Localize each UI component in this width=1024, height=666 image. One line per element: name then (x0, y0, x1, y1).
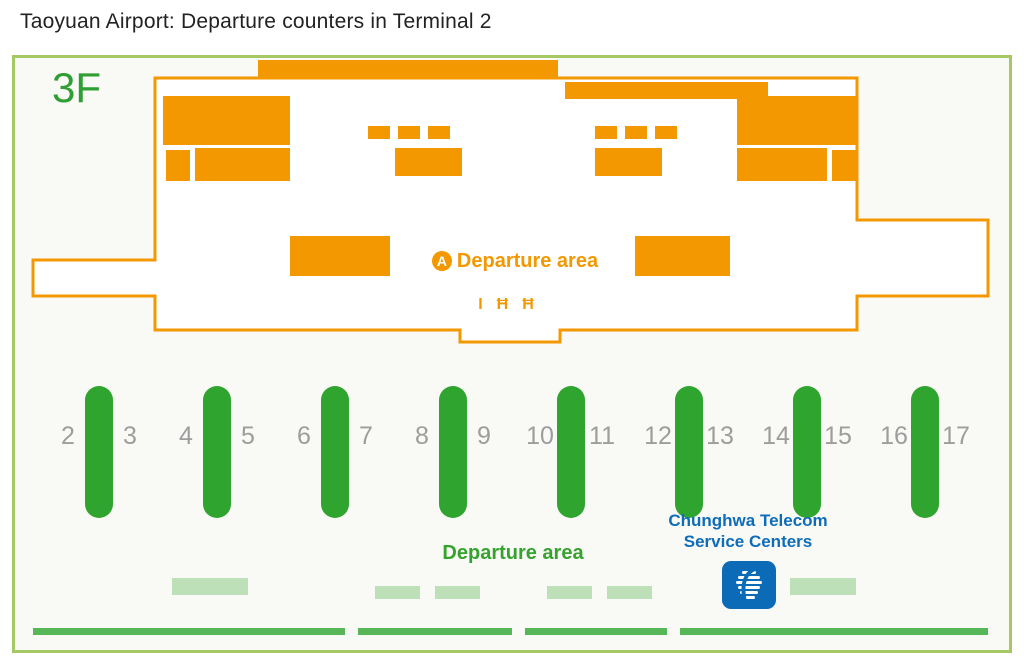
counter-number: 5 (241, 422, 255, 450)
counter-dash (625, 126, 647, 139)
facility-icons: I Ħ Ħ (441, 296, 571, 314)
terminal-map: 3F (12, 55, 1012, 653)
counter-number: 13 (706, 422, 734, 450)
bench (607, 586, 652, 599)
page-title: Taoyuan Airport: Departure counters in T… (20, 10, 492, 33)
counter-group: 12 13 (630, 386, 748, 520)
concourse-block-left (290, 236, 390, 276)
counter-number: 2 (61, 422, 75, 450)
counter-number: 3 (123, 422, 137, 450)
left-block-lower (195, 148, 290, 181)
wall-segment (33, 628, 345, 635)
counter-dash (398, 126, 420, 139)
counter-number: 12 (644, 422, 672, 450)
left-block-upper (163, 96, 290, 145)
counter-number: 17 (942, 422, 970, 450)
counter-number: 10 (526, 422, 554, 450)
counter-bar (675, 386, 703, 518)
counter-number: 7 (359, 422, 373, 450)
counter-number: 16 (880, 422, 908, 450)
concourse-block-right (635, 236, 730, 276)
counter-number: 8 (415, 422, 429, 450)
wall-segment (358, 628, 512, 635)
wall-segment (680, 628, 988, 635)
chunghwa-telecom-logo-icon (722, 561, 776, 609)
elevator-icon: I (478, 296, 483, 313)
bench (435, 586, 480, 599)
counter-dash (368, 126, 390, 139)
roof-bar-right (565, 82, 768, 99)
counter-group: 10 11 (512, 386, 630, 520)
counter-number: 14 (762, 422, 790, 450)
right-block-lower (737, 148, 827, 181)
bench (375, 586, 420, 599)
counter-bar (439, 386, 467, 518)
counter-bar (203, 386, 231, 518)
counter-group: 14 15 (748, 386, 866, 520)
roof-bar-left (258, 60, 558, 78)
counter-bar (85, 386, 113, 518)
left-small-block (166, 150, 190, 181)
counter-number: 6 (297, 422, 311, 450)
bench (547, 586, 592, 599)
mid-block-left (395, 148, 462, 176)
lower-departure-area-label: Departure area (442, 542, 584, 564)
counter-bar (557, 386, 585, 518)
counter-number: 9 (477, 422, 491, 450)
counter-bar (321, 386, 349, 518)
counter-number: 15 (824, 422, 852, 450)
counter-bar (911, 386, 939, 518)
escalator-icon: Ħ (496, 296, 509, 313)
floor-label: 3F (52, 64, 102, 111)
chunghwa-telecom-line2: Service Centers (683, 532, 813, 551)
counter-number: 11 (589, 422, 615, 450)
area-a-marker-icon: A (431, 251, 452, 271)
counter-dash (428, 126, 450, 139)
upper-departure-area-label: A Departure area (400, 248, 630, 274)
counter-number: 4 (179, 422, 193, 450)
chunghwa-telecom-line1: Chunghwa Telecom (668, 511, 828, 530)
counter-bar (793, 386, 821, 518)
chunghwa-telecom-label: Chunghwa Telecom Service Centers (633, 510, 863, 552)
mid-block-right (595, 148, 662, 176)
upper-departure-area-text: Departure area (456, 249, 599, 272)
telecom-globe-glyph (736, 568, 762, 602)
terminal-structure-blocks (163, 60, 857, 276)
right-block-upper (737, 96, 857, 145)
escalator-icon: Ħ (522, 296, 534, 313)
counter-dash (655, 126, 677, 139)
counter-dash (595, 126, 617, 139)
bench (172, 578, 248, 595)
right-small-block (832, 150, 856, 181)
wall-segment (525, 628, 667, 635)
terminal-floorplan (31, 60, 990, 344)
bench (790, 578, 856, 595)
